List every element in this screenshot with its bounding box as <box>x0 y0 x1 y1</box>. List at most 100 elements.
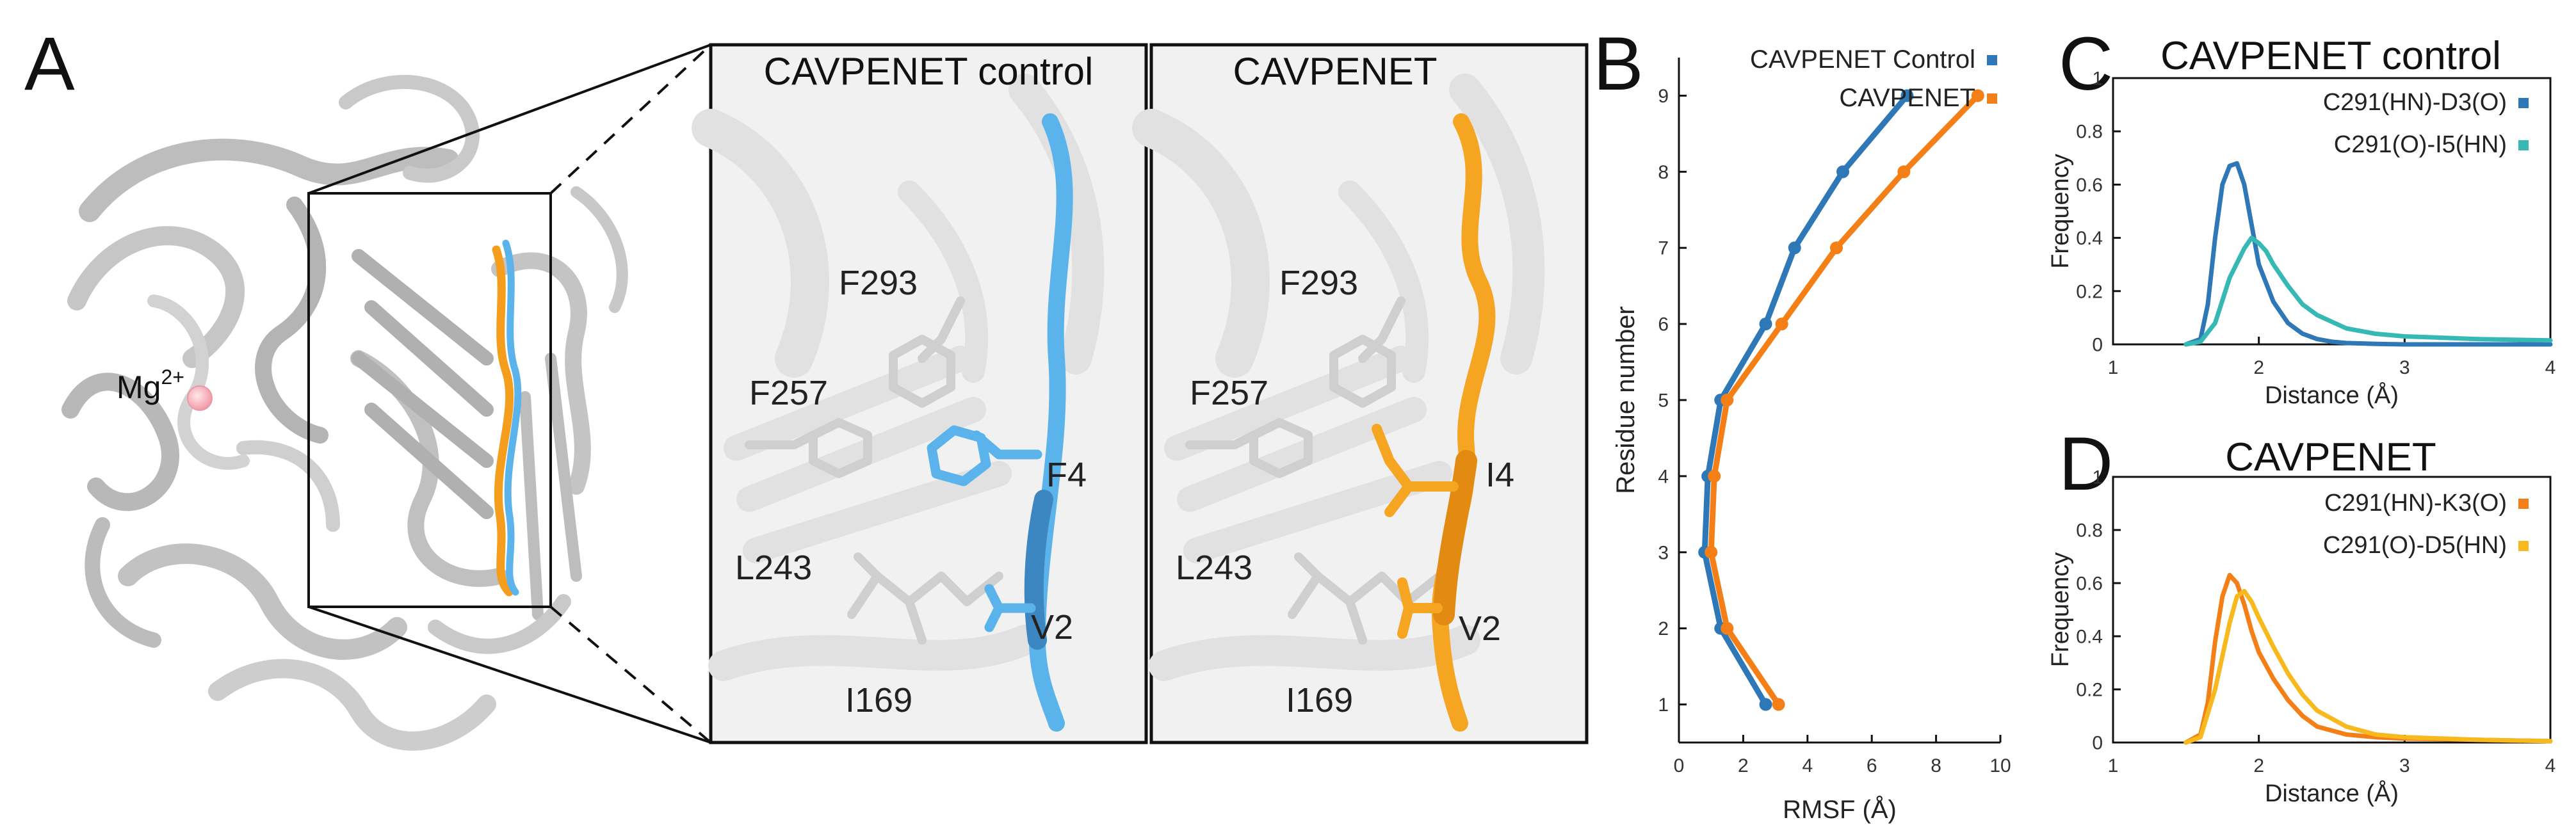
y-tick-label: 4 <box>1658 466 1669 487</box>
legend-label: C291(O)-D5(HN) <box>2323 532 2507 559</box>
y-tick-label: 0 <box>2092 335 2103 356</box>
x-tick-label: 3 <box>2399 357 2410 378</box>
chart-title: CAVPENET <box>2225 435 2436 479</box>
data-point <box>1836 165 1850 179</box>
legend-label: CAVPENET <box>1839 84 1975 112</box>
legend-label: C291(HN)-K3(O) <box>2324 490 2507 517</box>
y-tick-label: 0.4 <box>2076 228 2103 249</box>
inset-cavpenet: CAVPENET F293 F257 L243 I169 I4 V2 <box>1132 43 1589 744</box>
plot-frame <box>2112 476 2552 744</box>
residue-label: F257 <box>749 374 828 412</box>
data-point <box>1721 622 1734 635</box>
series-line <box>2183 573 2553 745</box>
mg-ion-label: Mg2+ <box>117 365 184 405</box>
legend-swatch <box>1987 55 1997 65</box>
series-line <box>1701 92 1910 708</box>
y-tick-label: 7 <box>1658 238 1669 259</box>
x-axis-label: RMSF (Å) <box>1783 795 1897 824</box>
y-tick-label: 5 <box>1658 390 1669 412</box>
series-line <box>2183 161 2553 347</box>
x-axis-label: Distance (Å) <box>2265 381 2399 409</box>
inset-cavpenet-title: CAVPENET <box>1233 50 1438 93</box>
chart-title: CAVPENET control <box>2160 34 2501 78</box>
y-tick-label: 3 <box>1658 542 1669 563</box>
plot-frame <box>2112 77 2552 346</box>
x-tick-label: 2 <box>2253 755 2264 776</box>
panel-a: A Mg2+ <box>24 22 1589 751</box>
series-line <box>1708 92 1981 708</box>
x-axis-label: Distance (Å) <box>2265 779 2399 807</box>
zoom-connector-top-dashed <box>549 44 712 195</box>
residue-label: F293 <box>1279 264 1358 302</box>
x-tick-label: 4 <box>2545 755 2556 776</box>
legend-swatch <box>2518 541 2529 551</box>
mg-ion-sphere <box>187 385 213 411</box>
peptide-residue-label: F4 <box>1046 456 1087 494</box>
y-tick-label: 1 <box>2092 467 2103 488</box>
data-point <box>1705 545 1718 559</box>
residue-label: L243 <box>735 549 812 587</box>
panel-letter-a: A <box>24 22 75 106</box>
data-point <box>1759 698 1772 711</box>
data-point <box>1829 241 1843 255</box>
y-tick-label: 0.2 <box>2076 680 2103 701</box>
x-tick-label: 2 <box>2253 357 2264 378</box>
y-tick-label: 1 <box>2092 68 2103 90</box>
zoom-connector-bottom-solid <box>308 606 711 744</box>
x-tick-label: 10 <box>1989 755 2011 776</box>
data-point <box>1772 698 1785 711</box>
x-tick-label: 6 <box>1867 755 1877 776</box>
x-tick-label: 3 <box>2399 755 2410 776</box>
y-tick-label: 6 <box>1658 314 1669 335</box>
data-point <box>1708 469 1721 483</box>
y-tick-label: 0.2 <box>2076 281 2103 302</box>
y-tick-label: 0 <box>2092 733 2103 754</box>
legend-swatch <box>2518 98 2529 108</box>
x-tick-label: 8 <box>1931 755 1941 776</box>
series-line <box>2183 236 2553 347</box>
inset-control-title: CAVPENET control <box>764 50 1094 93</box>
x-tick-label: 4 <box>2545 357 2556 378</box>
zoom-connector-top-solid <box>308 44 711 195</box>
y-axis-label: Frequency <box>2047 552 2074 668</box>
data-point <box>1721 394 1734 406</box>
legend-label: C291(HN)-D3(O) <box>2323 89 2507 116</box>
panel-letter-c: C <box>2059 22 2113 106</box>
panel-letter-b: B <box>1593 22 1644 106</box>
series-line <box>2183 589 2553 745</box>
peptide-residue-label: V2 <box>1459 609 1501 648</box>
peptide-residue-label: I4 <box>1486 456 1514 494</box>
data-point <box>1759 317 1772 331</box>
y-tick-label: 8 <box>1658 162 1669 183</box>
zoom-box <box>307 192 552 608</box>
legend-label: CAVPENET Control <box>1750 45 1975 74</box>
x-tick-label: 4 <box>1802 755 1813 776</box>
legend-swatch <box>1987 93 1997 104</box>
residue-label: F257 <box>1190 374 1268 412</box>
zoom-connector-bottom-dashed <box>549 606 712 744</box>
residue-label: L243 <box>1176 549 1252 587</box>
data-point <box>1775 317 1788 331</box>
y-tick-label: 2 <box>1658 618 1669 639</box>
x-tick-label: 2 <box>1738 755 1749 776</box>
residue-label: F293 <box>839 264 918 302</box>
y-tick-label: 0.4 <box>2076 627 2103 648</box>
y-tick-label: 9 <box>1658 86 1669 107</box>
data-point <box>1897 165 1911 179</box>
legend-swatch <box>2518 140 2529 150</box>
y-tick-label: 1 <box>1658 695 1669 716</box>
y-axis-label: Frequency <box>2047 154 2074 269</box>
residue-label: I169 <box>1286 681 1353 719</box>
x-tick-label: 0 <box>1674 755 1685 776</box>
x-tick-label: 1 <box>2108 755 2119 776</box>
x-tick-label: 1 <box>2108 357 2119 378</box>
peptide-residue-label: V2 <box>1031 608 1073 646</box>
data-point <box>1900 89 1914 102</box>
y-tick-label: 0.8 <box>2076 122 2103 143</box>
